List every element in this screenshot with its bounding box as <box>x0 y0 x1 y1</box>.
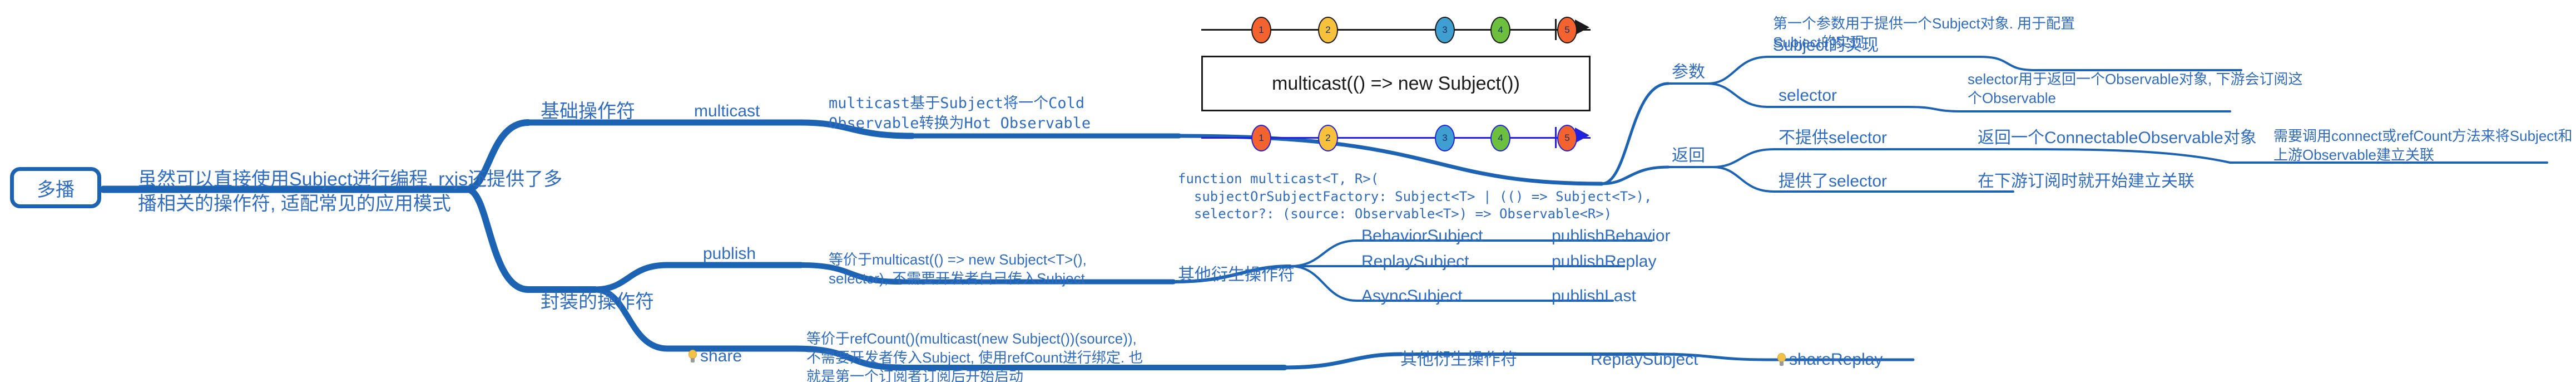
node-returns[interactable]: 返回 <box>1672 146 1705 165</box>
node-publish[interactable]: publish <box>703 244 756 263</box>
bulb-icon <box>688 349 697 363</box>
marble-operator-box: multicast(() => new Subject()) <box>1201 56 1591 111</box>
param-subject-label[interactable]: Subject的实现 <box>1773 36 1879 55</box>
param-subject-description: 第一个参数用于提供一个Subject对象. 用于配置 Subject的实现 <box>1773 15 2075 51</box>
marble-output-1: 1 <box>1251 125 1271 151</box>
marble-output-stream: 1 2 3 4 5 <box>1201 123 1618 154</box>
bulb-icon <box>1777 352 1786 366</box>
derived-operator-share-replay-label: shareReplay <box>1789 350 1883 369</box>
marble-input-2: 2 <box>1318 17 1338 43</box>
publish-derived-label[interactable]: 其他衍生操作符 <box>1178 266 1295 284</box>
marble-output-2: 2 <box>1318 125 1338 151</box>
timeline-axis-output <box>1201 137 1591 139</box>
branch-label-wrapped-operators[interactable]: 封装的操作符 <box>541 291 654 312</box>
completion-tick-output <box>1555 127 1557 148</box>
arrow-head-output <box>1575 128 1589 143</box>
param-selector-label[interactable]: selector <box>1779 86 1837 105</box>
arrow-head-input <box>1575 19 1589 35</box>
multicast-description: multicast基于Subject将一个Cold Observable转换为H… <box>829 95 1091 132</box>
derived-operator-publish-behavior[interactable]: publishBehavior <box>1552 227 1671 245</box>
derived-operator-share-replay[interactable]: shareReplay <box>1777 349 1883 370</box>
marble-input-4: 4 <box>1490 17 1510 43</box>
share-description: 等价于refCount()(multicast(new Subject())(s… <box>806 330 1143 382</box>
return-no-selector-label[interactable]: 不提供selector <box>1779 129 1888 147</box>
derived-subject-async[interactable]: AsyncSubject <box>1361 287 1463 305</box>
node-multicast[interactable]: multicast <box>694 102 760 120</box>
node-share[interactable]: share <box>688 345 742 367</box>
node-share-label: share <box>700 347 742 365</box>
marble-output-5: 5 <box>1557 125 1577 151</box>
timeline-axis-input <box>1201 29 1591 31</box>
completion-tick-input <box>1555 19 1557 40</box>
marble-operator-label: multicast(() => new Subject()) <box>1272 72 1520 94</box>
marble-input-stream: 1 2 3 4 5 <box>1201 14 1618 46</box>
marble-output-4: 4 <box>1490 125 1510 151</box>
root-node-label: 多播 <box>37 179 75 200</box>
return-with-selector-description: 在下游订阅时就开始建立关联 <box>1978 172 2194 190</box>
multicast-signature: function multicast<T, R>( subjectOrSubje… <box>1178 171 1652 222</box>
branch-label-basic-operators[interactable]: 基础操作符 <box>541 101 635 122</box>
root-node[interactable]: 多播 <box>10 167 101 208</box>
derived-subject-behavior[interactable]: BehaviorSubject <box>1361 227 1483 245</box>
marble-output-3: 3 <box>1435 125 1455 151</box>
derived-subject-replay[interactable]: ReplaySubject <box>1361 252 1469 271</box>
root-note: 虽然可以直接使用Subject进行编程, rxjs还提供了多 播相关的操作符, … <box>138 169 563 215</box>
derived-operator-publish-last[interactable]: publishLast <box>1552 287 1636 305</box>
return-with-selector-label[interactable]: 提供了selector <box>1779 172 1888 190</box>
param-selector-description: selector用于返回一个Observable对象, 下游会订阅这 个Obse… <box>1968 71 2303 106</box>
share-derived-label[interactable]: 其他衍生操作符 <box>1400 350 1517 369</box>
publish-description: 等价于multicast(() => new Subject<T>(), sel… <box>829 251 1087 287</box>
marble-input-5: 5 <box>1557 17 1577 43</box>
marble-input-1: 1 <box>1251 17 1271 43</box>
derived-operator-publish-replay[interactable]: publishReplay <box>1552 252 1657 271</box>
return-no-selector-note: 需要调用connect或refCount方法来将Subject和 上游Obser… <box>2273 128 2573 163</box>
marble-diagram: 1 2 3 4 5 1 2 3 4 5 <box>1201 14 1618 154</box>
node-parameters[interactable]: 参数 <box>1672 63 1705 81</box>
marble-input-3: 3 <box>1435 17 1455 43</box>
derived-subject-share-replay[interactable]: ReplaySubject <box>1591 350 1698 369</box>
return-no-selector-description: 返回一个ConnectableObservable对象 <box>1978 129 2257 147</box>
